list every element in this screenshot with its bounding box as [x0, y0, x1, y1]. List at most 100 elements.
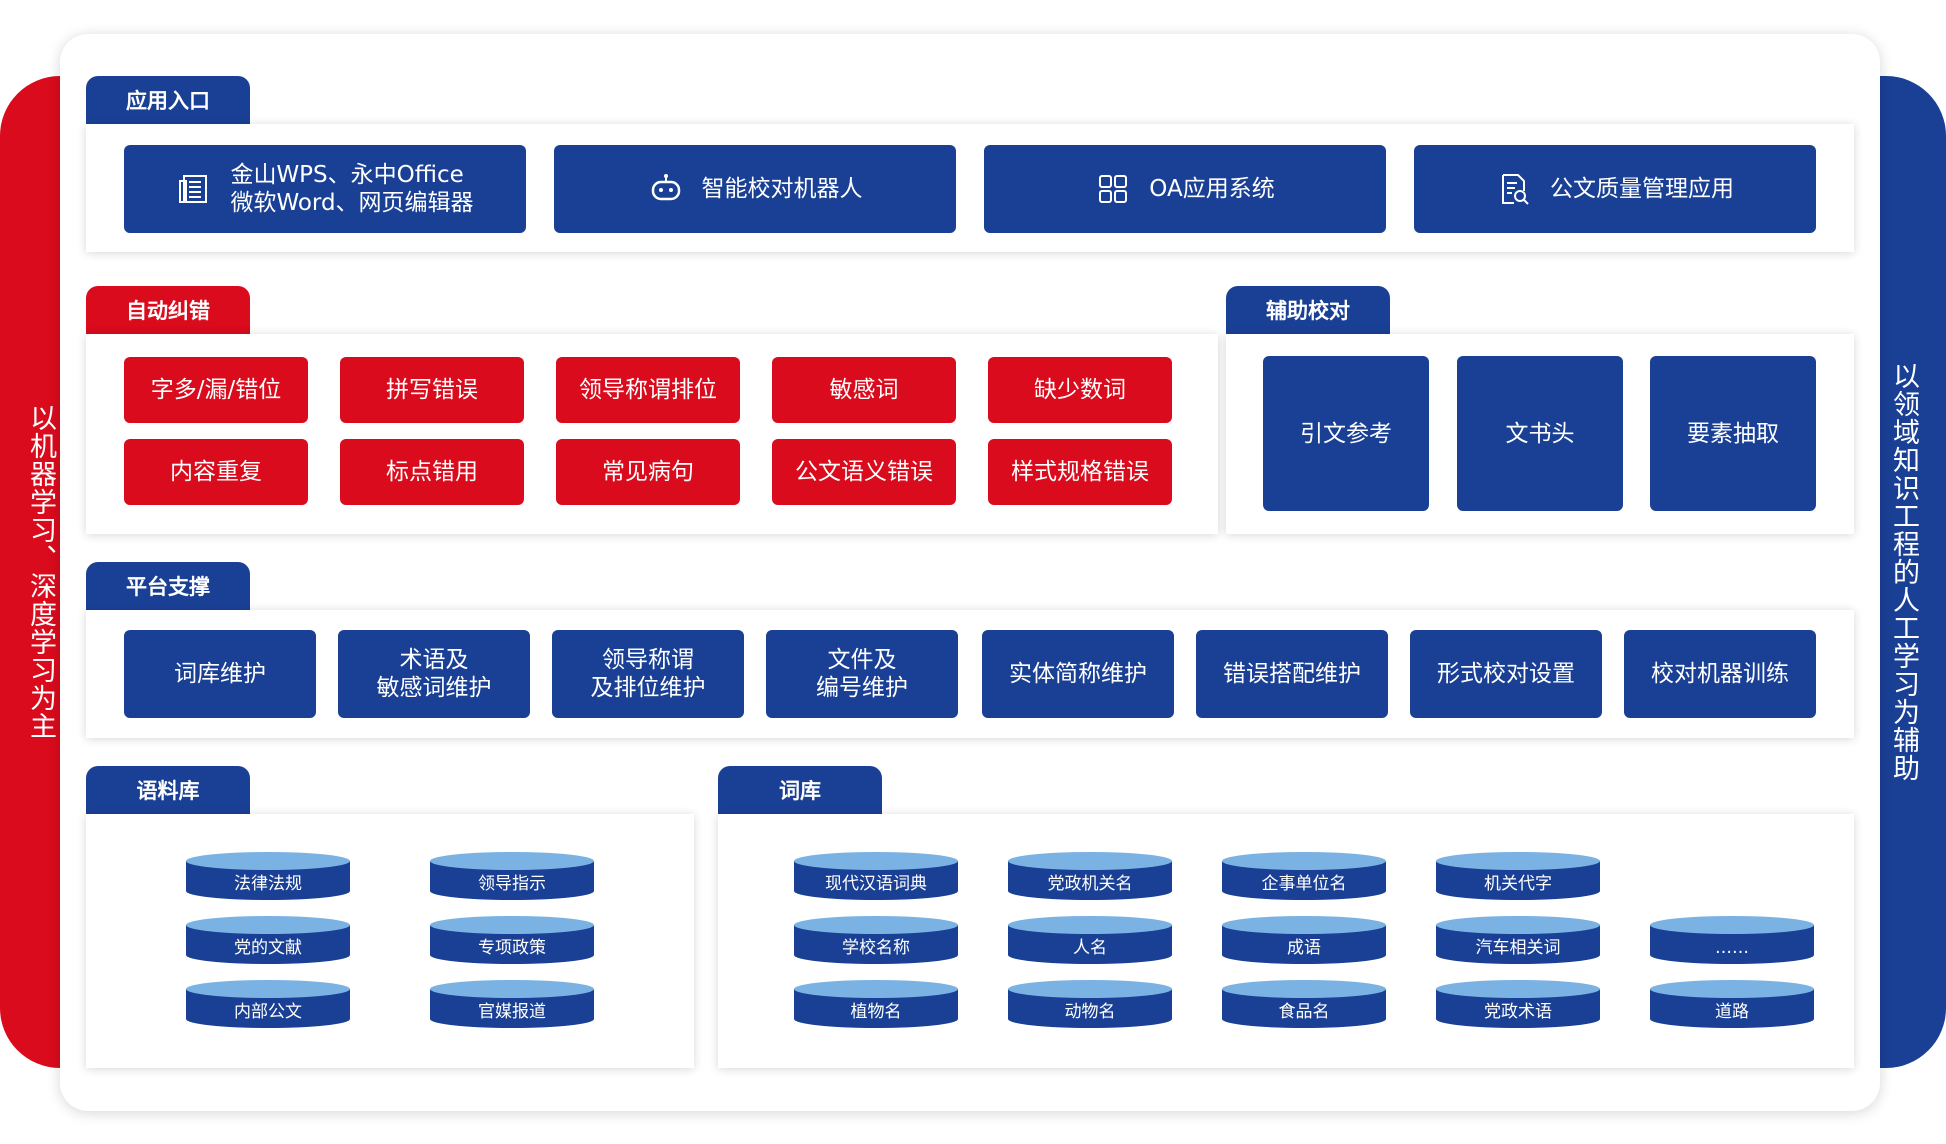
platform-title: 平台支撑: [126, 575, 210, 599]
grid-apps-icon: [1099, 175, 1128, 203]
assist-item[interactable]: 引文参考: [1263, 356, 1429, 511]
assist-title: 辅助校对: [1266, 299, 1350, 323]
auto-item-label: 字多/漏/错位: [150, 377, 282, 403]
auto-item-label: 敏感词: [829, 377, 899, 403]
lexicon-database[interactable]: 植物名: [794, 980, 958, 1028]
corpus-label: 内部公文: [234, 1002, 302, 1022]
doc-search-icon: [1502, 174, 1529, 205]
auto-item-label: 常见病句: [602, 459, 694, 485]
auto-item-label: 领导称谓排位: [579, 377, 717, 403]
platform-item[interactable]: 校对机器训练: [1624, 630, 1816, 718]
lexicon-database[interactable]: 企事单位名: [1222, 852, 1386, 900]
platform-item[interactable]: 错误搭配维护: [1196, 630, 1388, 718]
lexicon-label: 党政机关名: [1047, 874, 1133, 894]
corpus-database[interactable]: 官媒报道: [430, 980, 594, 1028]
auto-item[interactable]: 内容重复: [124, 439, 308, 505]
assist-item-label: 文书头: [1505, 420, 1575, 447]
auto-item[interactable]: 缺少数词: [988, 357, 1172, 423]
platform-item[interactable]: 形式校对设置: [1410, 630, 1602, 718]
lexicon-database[interactable]: 人名: [1008, 916, 1172, 964]
auto-item[interactable]: 敏感词: [772, 357, 956, 423]
lexicon-database[interactable]: 现代汉语词典: [794, 852, 958, 900]
corpus-database[interactable]: 领导指示: [430, 852, 594, 900]
platform-item-label: 形式校对设置: [1437, 661, 1575, 687]
platform-item-label: 实体简称维护: [1009, 661, 1147, 687]
auto-item-label: 样式规格错误: [1011, 459, 1149, 485]
lexicon-database[interactable]: 党政机关名: [1008, 852, 1172, 900]
lexicon-database[interactable]: ……: [1650, 916, 1814, 964]
lexicon-database[interactable]: 机关代字: [1436, 852, 1600, 900]
entry-oa-button[interactable]: OA应用系统: [984, 145, 1386, 233]
auto-item-label: 公文语义错误: [795, 459, 933, 485]
lexicon-label: 学校名称: [842, 938, 910, 958]
corpus-label: 法律法规: [234, 874, 302, 894]
lexicon-label: 成语: [1287, 938, 1321, 958]
auto-item[interactable]: 拼写错误: [340, 357, 524, 423]
assist-item-label: 引文参考: [1300, 420, 1392, 447]
entry-oa-label: OA应用系统: [1149, 176, 1275, 202]
auto-item-label: 缺少数词: [1034, 377, 1126, 403]
lexicon-database[interactable]: 动物名: [1008, 980, 1172, 1028]
lexicon-database[interactable]: 成语: [1222, 916, 1386, 964]
platform-item[interactable]: 实体简称维护: [982, 630, 1174, 718]
platform-tab: 平台支撑: [86, 562, 250, 610]
entry-robot-label: 智能校对机器人: [701, 176, 863, 202]
robot-icon: [651, 174, 680, 201]
auto-item[interactable]: 领导称谓排位: [556, 357, 740, 423]
lexicon-label: 道路: [1715, 1002, 1749, 1022]
entry-wps-button[interactable]: 金山WPS、永中Office 微软Word、网页编辑器: [124, 145, 526, 233]
left-side-text: 以机器学习、深度学习为主: [25, 404, 56, 740]
auto-item[interactable]: 常见病句: [556, 439, 740, 505]
platform-item[interactable]: 术语及 敏感词维护: [338, 630, 530, 718]
corpus-tab: 语料库: [86, 766, 250, 814]
lexicon-database[interactable]: 道路: [1650, 980, 1814, 1028]
lexicon-label: 食品名: [1278, 1002, 1330, 1022]
auto-item[interactable]: 样式规格错误: [988, 439, 1172, 505]
document-icon: [179, 175, 208, 203]
corpus-database[interactable]: 专项政策: [430, 916, 594, 964]
platform-item[interactable]: 领导称谓 及排位维护: [552, 630, 744, 718]
platform-item[interactable]: 词库维护: [124, 630, 316, 718]
auto-item[interactable]: 字多/漏/错位: [124, 357, 308, 423]
corpus-database[interactable]: 法律法规: [186, 852, 350, 900]
assist-tab: 辅助校对: [1226, 286, 1390, 334]
entry-tab: 应用入口: [86, 76, 250, 124]
auto-title: 自动纠错: [126, 299, 210, 323]
platform-item[interactable]: 文件及 编号维护: [766, 630, 958, 718]
lexicon-label: 党政术语: [1484, 1002, 1552, 1022]
platform-item-label: 校对机器训练: [1651, 661, 1789, 687]
corpus-label: 专项政策: [478, 938, 546, 958]
lexicon-database[interactable]: 食品名: [1222, 980, 1386, 1028]
assist-item-label: 要素抽取: [1687, 420, 1779, 447]
corpus-label: 党的文献: [234, 938, 302, 958]
auto-item[interactable]: 公文语义错误: [772, 439, 956, 505]
lexicon-label: 动物名: [1064, 1002, 1116, 1022]
corpus-panel: [86, 814, 694, 1068]
platform-item-label: 术语及 敏感词维护: [376, 647, 492, 701]
lexicon-title: 词库: [779, 779, 821, 803]
lexicon-tab: 词库: [718, 766, 882, 814]
main-card: 应用入口 金山WPS、永中Office 微软Word、网页编辑器 智能校对机器人: [60, 34, 1880, 1111]
auto-item-label: 拼写错误: [386, 377, 478, 403]
lexicon-label: ……: [1715, 938, 1749, 958]
assist-item[interactable]: 文书头: [1457, 356, 1623, 511]
entry-robot-button[interactable]: 智能校对机器人: [554, 145, 956, 233]
lexicon-database[interactable]: 学校名称: [794, 916, 958, 964]
corpus-database[interactable]: 党的文献: [186, 916, 350, 964]
platform-item-label: 错误搭配维护: [1223, 661, 1361, 687]
lexicon-database[interactable]: 汽车相关词: [1436, 916, 1600, 964]
right-side-text: 以领域知识工程的人工学习为辅助: [1888, 362, 1919, 782]
assist-item[interactable]: 要素抽取: [1650, 356, 1816, 511]
platform-item-label: 词库维护: [174, 661, 266, 687]
entry-wps-label: 金山WPS、永中Office 微软Word、网页编辑器: [230, 162, 474, 216]
corpus-title: 语料库: [136, 779, 200, 803]
entry-quality-button[interactable]: 公文质量管理应用: [1414, 145, 1816, 233]
lexicon-database[interactable]: 党政术语: [1436, 980, 1600, 1028]
auto-tab: 自动纠错: [86, 286, 250, 334]
lexicon-label: 机关代字: [1484, 874, 1552, 894]
corpus-label: 领导指示: [478, 874, 546, 894]
platform-item-label: 文件及 编号维护: [816, 647, 908, 701]
lexicon-label: 植物名: [850, 1002, 902, 1022]
corpus-database[interactable]: 内部公文: [186, 980, 350, 1028]
auto-item[interactable]: 标点错用: [340, 439, 524, 505]
